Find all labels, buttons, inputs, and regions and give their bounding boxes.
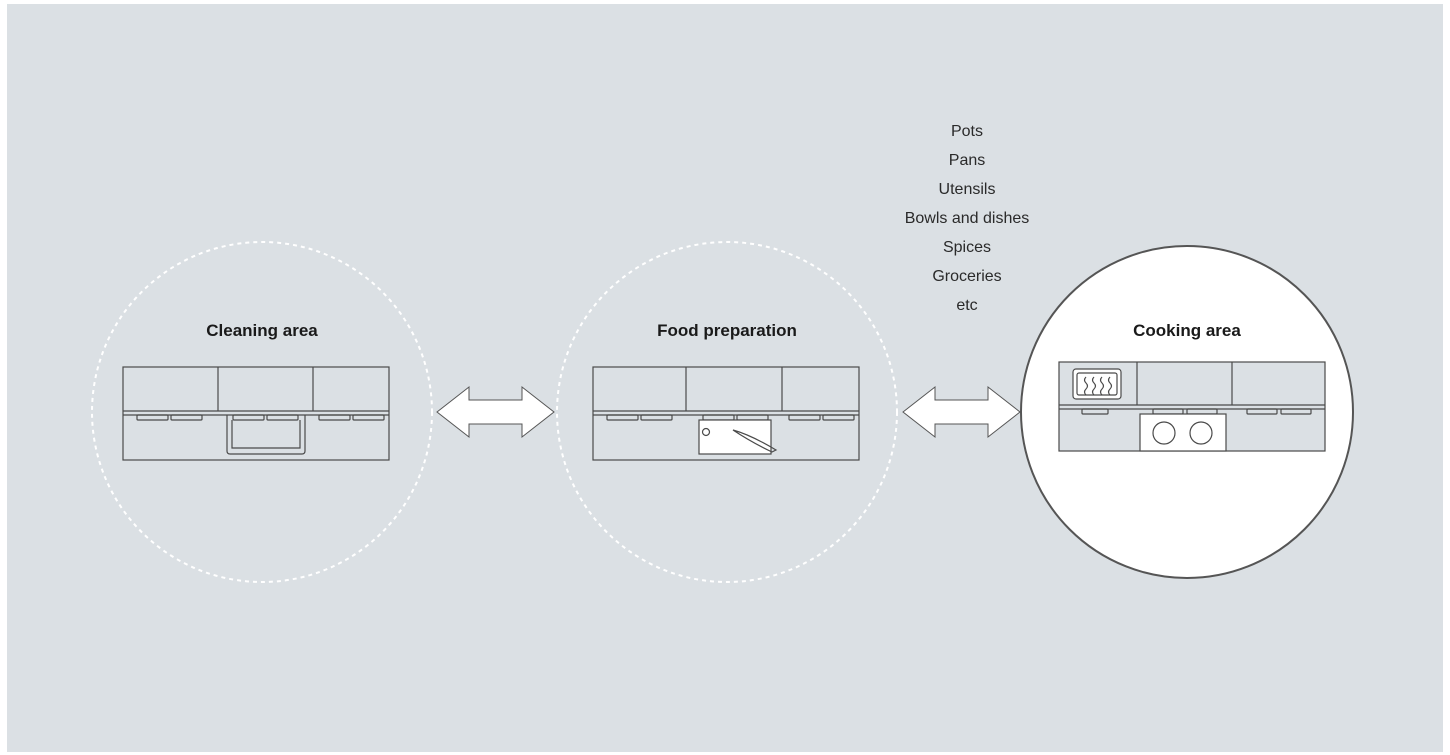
sink-icon (226, 415, 306, 455)
cleaning-area-label: Cleaning area (206, 321, 318, 340)
double-arrow-right (902, 385, 1021, 439)
food-preparation-label: Food preparation (657, 321, 797, 340)
list-item: Groceries (932, 268, 1002, 285)
double-arrow-left (436, 385, 555, 439)
food-preparation-counter (592, 366, 860, 461)
list-item: Pots (950, 123, 983, 140)
food-preparation-circle (556, 241, 898, 583)
list-item: etc (956, 297, 978, 314)
list-item: Utensils (938, 181, 996, 198)
list-item: Spices (942, 239, 992, 256)
cleaning-area-circle (91, 241, 433, 583)
cutting-board-icon (698, 419, 772, 455)
diagram-canvas: Cleaning area Food preparation Cooking a… (7, 4, 1443, 752)
cooking-area-label: Cooking area (1133, 321, 1241, 340)
range-hood-icon (1072, 368, 1122, 400)
list-item: Pans (948, 152, 986, 169)
storage-items-list: Pots Pans Utensils Bowls and dishes Spic… (887, 117, 1047, 320)
list-item: Bowls and dishes (904, 210, 1030, 227)
cleaning-area-counter (122, 366, 390, 461)
diagram-graphics (91, 241, 1354, 583)
stove-icon (1139, 413, 1227, 452)
cooking-area-counter (1058, 361, 1326, 452)
knife-icon (732, 429, 778, 453)
